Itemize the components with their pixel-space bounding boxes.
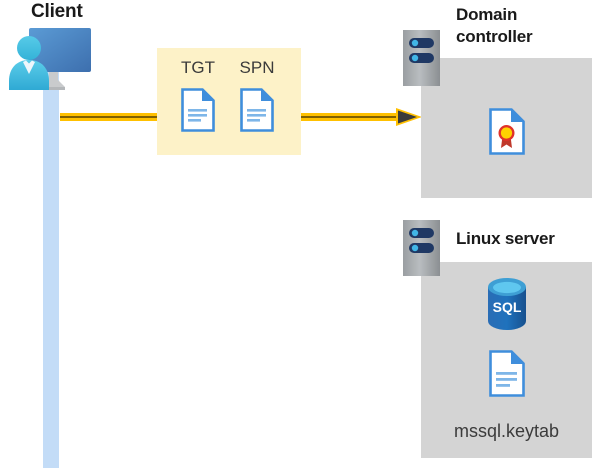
sql-database-icon: SQL [485, 278, 529, 330]
domain-controller-server-icon [403, 30, 440, 86]
domain-controller-title: Domain controller [456, 5, 533, 46]
svg-text:SQL: SQL [493, 299, 522, 315]
linux-server-icon [403, 220, 440, 276]
client-title: Client [31, 1, 83, 22]
keytab-document-icon [489, 350, 525, 397]
spn-label: SPN [239, 58, 275, 77]
certificate-icon [489, 108, 525, 155]
client-lifeline-bar [43, 72, 59, 468]
keytab-filename-label: mssql.keytab [453, 421, 560, 441]
linux-server-title: Linux server [456, 229, 555, 248]
spn-document-icon [240, 88, 274, 132]
token-highlight-panel [157, 48, 301, 155]
tgt-label: TGT [181, 58, 215, 77]
tgt-document-icon [181, 88, 215, 132]
workstation-user-icon [6, 26, 94, 92]
